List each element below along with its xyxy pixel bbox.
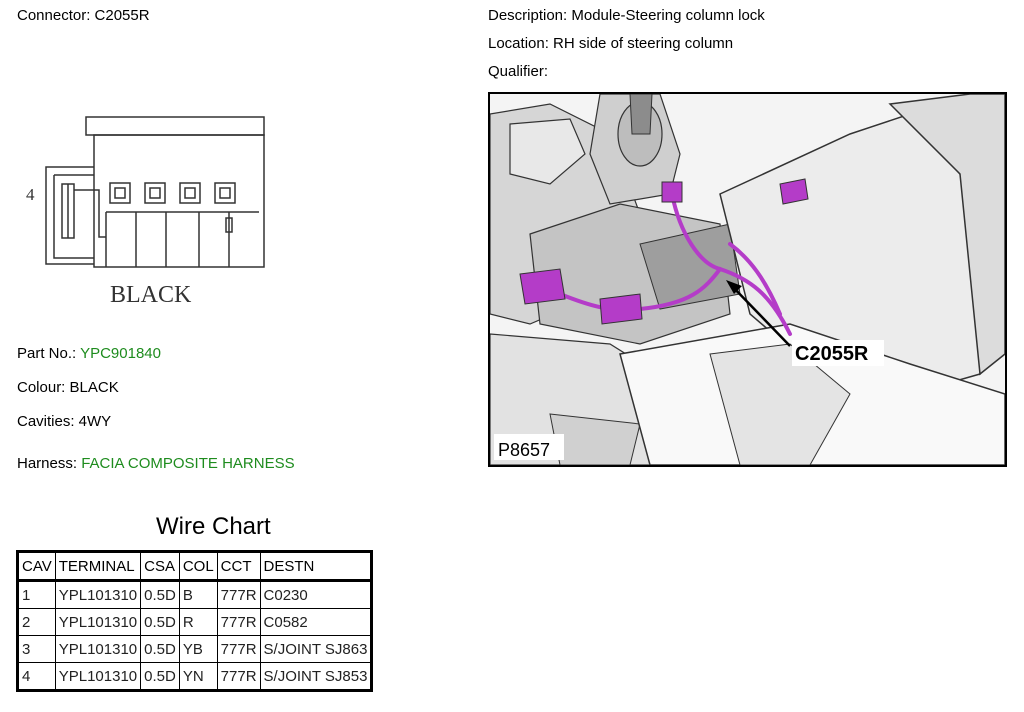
cell-cav: 1 bbox=[17, 580, 56, 609]
cell-cct: 777R bbox=[216, 662, 261, 691]
cell-destn: C0230 bbox=[259, 580, 373, 609]
colour-label: Colour: BLACK bbox=[17, 379, 119, 396]
cavities-label: Cavities: 4WY bbox=[17, 413, 112, 430]
connector-color-label: BLACK bbox=[110, 282, 192, 308]
connector-highlight bbox=[661, 181, 683, 203]
cell-cav: 3 bbox=[17, 635, 56, 663]
harness-value: FACIA COMPOSITE HARNESS bbox=[81, 455, 295, 472]
cell-col: YN bbox=[178, 662, 218, 691]
qualifier-label: Qualifier: bbox=[488, 63, 549, 80]
pin-number-label: 4 bbox=[26, 185, 35, 204]
cell-terminal: YPL101310 bbox=[54, 635, 142, 663]
col-cct: CCT bbox=[216, 551, 261, 582]
cell-cct: 777R bbox=[216, 608, 261, 636]
table-row: 2 YPL101310 0.5D R 777R C0582 bbox=[17, 608, 373, 636]
table-row: 3 YPL101310 0.5D YB 777R S/JOINT SJ863 bbox=[17, 635, 373, 663]
cell-cav: 4 bbox=[17, 662, 56, 691]
col-col: COL bbox=[178, 551, 218, 582]
table-header-row: CAV TERMINAL CSA COL CCT DESTN bbox=[17, 551, 373, 582]
cell-cct: 777R bbox=[216, 635, 261, 663]
cell-cct: 777R bbox=[216, 580, 261, 609]
cell-csa: 0.5D bbox=[140, 635, 180, 663]
cell-csa: 0.5D bbox=[140, 662, 180, 691]
description-label: Description: Module-Steering column lock bbox=[488, 7, 765, 24]
cell-terminal: YPL101310 bbox=[54, 580, 142, 609]
cell-destn: C0582 bbox=[259, 608, 373, 636]
col-destn: DESTN bbox=[259, 551, 373, 582]
connector-diagram: 4 BLACK bbox=[26, 116, 265, 308]
cell-csa: 0.5D bbox=[140, 608, 180, 636]
pin-cavities bbox=[109, 182, 236, 204]
cell-csa: 0.5D bbox=[140, 580, 180, 609]
col-cav: CAV bbox=[17, 551, 56, 582]
cell-destn: S/JOINT SJ853 bbox=[259, 662, 373, 691]
wire-chart-title: Wire Chart bbox=[156, 513, 271, 540]
cell-destn: S/JOINT SJ863 bbox=[259, 635, 373, 663]
part-number-value: YPC901840 bbox=[80, 345, 161, 362]
table-row: 4 YPL101310 0.5D YN 777R S/JOINT SJ853 bbox=[17, 662, 373, 691]
col-terminal: TERMINAL bbox=[54, 551, 142, 582]
figure-ref: P8657 bbox=[498, 440, 550, 460]
part-number: Part No.: YPC901840 bbox=[17, 345, 161, 362]
callout-label: C2055R bbox=[795, 343, 869, 365]
callout-arrow bbox=[729, 283, 791, 347]
cell-col: YB bbox=[178, 635, 218, 663]
steering-column-drawing: C2055R P8657 bbox=[490, 94, 1005, 465]
wire-chart-table: CAV TERMINAL CSA COL CCT DESTN 1 YPL1013… bbox=[16, 550, 374, 692]
harness-label: Harness: FACIA COMPOSITE HARNESS bbox=[17, 455, 295, 472]
cell-col: B bbox=[178, 580, 218, 609]
location-illustration: C2055R P8657 bbox=[488, 92, 1007, 467]
table-row: 1 YPL101310 0.5D B 777R C0230 bbox=[17, 580, 373, 609]
location-label: Location: RH side of steering column bbox=[488, 35, 734, 52]
cell-cav: 2 bbox=[17, 608, 56, 636]
cell-col: R bbox=[178, 608, 218, 636]
connector-label: Connector: C2055R bbox=[17, 7, 150, 24]
cell-terminal: YPL101310 bbox=[54, 662, 142, 691]
col-csa: CSA bbox=[140, 551, 180, 582]
cell-terminal: YPL101310 bbox=[54, 608, 142, 636]
